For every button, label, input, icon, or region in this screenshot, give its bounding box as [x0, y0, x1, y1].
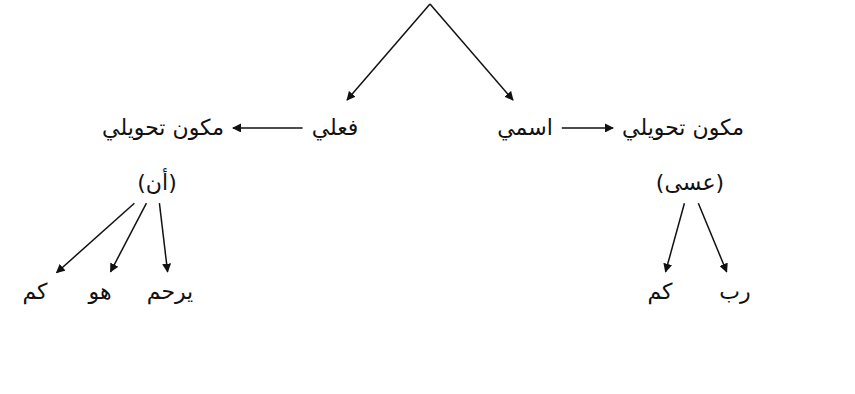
node-label: اسمي: [497, 115, 553, 141]
node-label: كم: [22, 279, 47, 305]
arrow-connector: [233, 127, 303, 129]
tree-node: هو: [83, 275, 118, 309]
tree-node: مكون تحويلي: [616, 111, 750, 145]
tree-node: كم: [641, 275, 678, 309]
node-label: يرحم: [147, 279, 194, 305]
node-label: (عسى): [656, 170, 724, 196]
tree-node: اسمي: [491, 111, 559, 145]
tree-node: رب: [713, 275, 756, 309]
tree-node: (عسى): [650, 166, 730, 200]
node-label: رب: [719, 279, 750, 305]
arrow-connector: [111, 203, 147, 272]
root-branch: [430, 4, 513, 100]
node-label: مكون تحويلي: [622, 115, 744, 141]
tree-node: (أن): [131, 166, 182, 200]
tree-node: مكون تحويلي: [96, 111, 230, 145]
arrow-connector: [159, 203, 167, 272]
arrow-connector: [698, 203, 726, 272]
node-label: كم: [647, 279, 672, 305]
tree-node: يرحم: [141, 275, 200, 309]
arrow-connector: [666, 203, 685, 272]
arrow-connector: [562, 127, 613, 129]
arrow-connector: [57, 203, 135, 273]
node-label: فعلي: [312, 115, 359, 141]
root-branch: [347, 4, 430, 100]
node-label: هو: [89, 279, 112, 305]
node-label: (أن): [137, 170, 176, 196]
node-label: مكون تحويلي: [102, 115, 224, 141]
tree-node: كم: [16, 275, 53, 309]
tree-node: فعلي: [306, 111, 365, 145]
